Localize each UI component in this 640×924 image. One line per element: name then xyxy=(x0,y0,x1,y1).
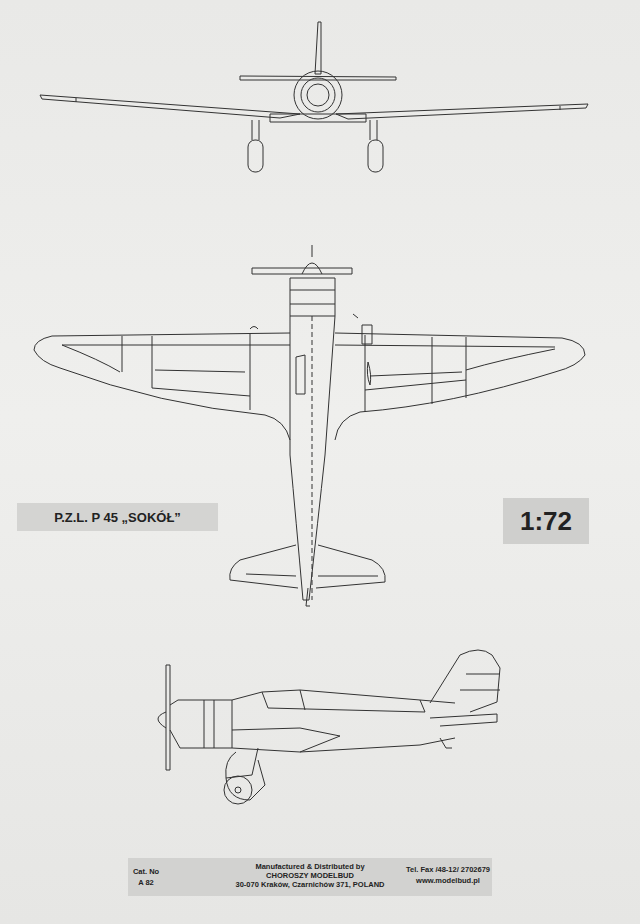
scale-label: 1:72 xyxy=(520,506,572,537)
footer-band: Cat. No A 82 Manufactured & Distributed by… xyxy=(128,858,492,896)
footer-text: 30-070 Kraków, Czarnichów 371, POLAND xyxy=(236,880,385,889)
footer-text: Cat. No xyxy=(133,867,159,876)
title-band: P.Z.L. P 45 „SOKÓŁ” xyxy=(17,503,218,531)
side-view xyxy=(158,650,500,804)
front-view xyxy=(40,22,588,172)
scale-box: 1:72 xyxy=(503,498,589,544)
top-view xyxy=(34,245,585,606)
model-title: P.Z.L. P 45 „SOKÓŁ” xyxy=(54,510,181,525)
footer-text: A 82 xyxy=(138,878,154,887)
footer-text: Tel. Fax /48-12/ 2702679 xyxy=(406,865,490,874)
footer-text: Manufactured & Distributed by xyxy=(255,862,364,871)
footer-text: CHOROSZY MODELBUD xyxy=(266,871,354,880)
footer-text: www.modelbud.pl xyxy=(416,876,480,885)
